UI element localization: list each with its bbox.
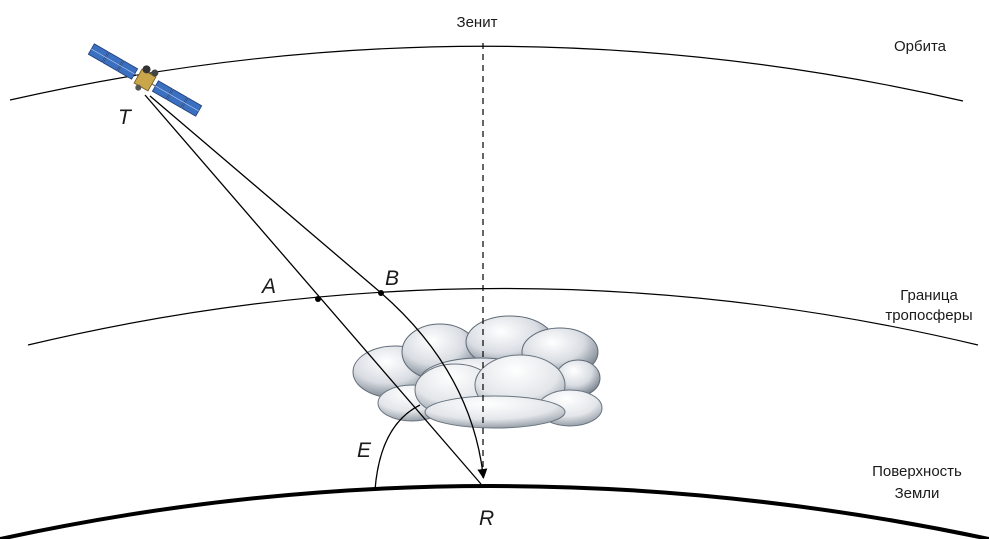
troposphere-boundary-arc [27, 287, 979, 346]
point-a-dot [315, 296, 321, 302]
troposphere-label-line2: тропосферы [885, 307, 972, 324]
point-t-label: T [118, 106, 133, 129]
satellite-icon [87, 43, 203, 117]
angle-e-label: E [357, 439, 372, 462]
point-a-label: A [260, 275, 276, 298]
point-b-label: B [385, 267, 399, 290]
elevation-angle-arc [374, 404, 421, 491]
point-r-label: R [479, 507, 494, 530]
troposphere-label-line1: Граница [900, 287, 958, 304]
refracted-path [149, 95, 488, 479]
surface-label-line1: Поверхность [872, 463, 962, 480]
earth-surface-arc [0, 484, 989, 539]
orbit-label: Орбита [894, 38, 947, 55]
point-b-dot [378, 290, 384, 296]
surface-label-line2: Земли [895, 485, 940, 502]
zenith-label: Зенит [457, 14, 498, 31]
cloud-icon [352, 315, 603, 429]
direct-path-line [144, 94, 482, 485]
